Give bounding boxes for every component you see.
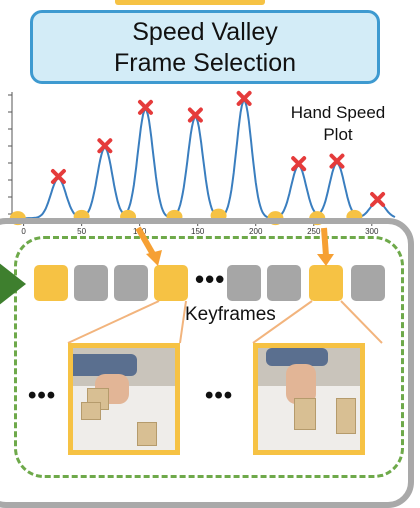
frame-keyframe-2 xyxy=(154,265,188,301)
peak-marker-icon xyxy=(97,138,113,154)
input-arrow-icon xyxy=(0,262,26,306)
x-tick-label: 200 xyxy=(249,227,263,236)
x-tick-label: 300 xyxy=(365,227,379,236)
zoom-line xyxy=(179,300,187,344)
keyframe-dashed-frame xyxy=(14,236,404,478)
frame-keyframe-3 xyxy=(309,265,343,301)
title-line-1: Speed Valley xyxy=(132,18,278,46)
frame-regular xyxy=(114,265,148,301)
bottom-ellipsis-left: ••• xyxy=(28,382,57,409)
connector-layer xyxy=(67,226,383,344)
zoom-line xyxy=(67,300,160,344)
plot-label-line-1: Hand Speed xyxy=(291,103,386,122)
peak-marker-icon xyxy=(291,156,307,172)
frame-regular xyxy=(74,265,108,301)
frame-regular xyxy=(267,265,301,301)
bottom-ellipsis-mid: ••• xyxy=(205,382,234,409)
frame-regular xyxy=(227,265,261,301)
x-tick-label: 150 xyxy=(191,227,205,236)
peak-marker-icon xyxy=(137,99,153,115)
title-line-2: Frame Selection xyxy=(113,49,297,77)
frame-strip-ellipsis: ••• xyxy=(195,264,226,294)
peak-marker-icon xyxy=(370,192,386,208)
frame-regular xyxy=(351,265,385,301)
peak-marker-icon xyxy=(329,153,345,169)
arrow-to-keyframe-1 xyxy=(135,226,162,266)
keyframe-image-2 xyxy=(253,343,365,455)
plot-label-line-2: Plot xyxy=(323,125,353,144)
arrow-to-keyframe-2 xyxy=(317,227,334,266)
x-tick-label: 50 xyxy=(77,227,86,236)
method-title-box: Speed Valley Frame Selection xyxy=(30,10,380,84)
peak-marker-icon xyxy=(236,90,252,106)
keyframe-image-1 xyxy=(68,343,180,455)
x-tick-label: 250 xyxy=(307,227,321,236)
peak-marker-icon xyxy=(50,168,66,184)
zoom-line xyxy=(340,300,383,344)
peak-marker-icon xyxy=(187,107,203,123)
keyframes-label: Keyframes xyxy=(185,304,276,325)
x-tick-label: 0 xyxy=(21,227,26,236)
frame-keyframe-1 xyxy=(34,265,68,301)
zoom-line xyxy=(252,300,313,344)
top-strip xyxy=(115,0,265,5)
